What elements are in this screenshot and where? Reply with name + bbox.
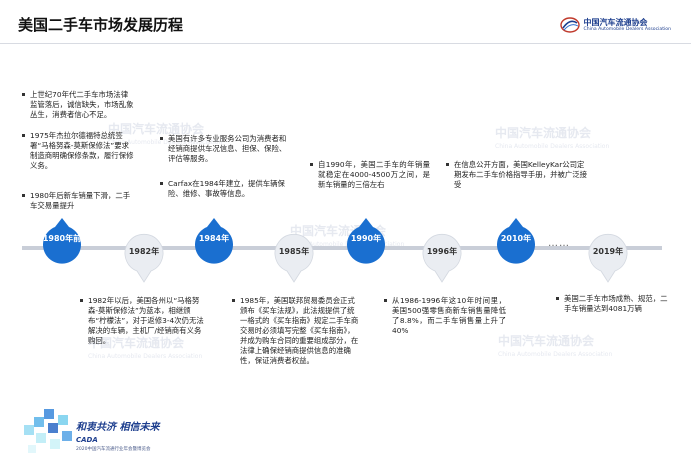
- marker-label: 1990年: [350, 234, 382, 243]
- note-1996: 从1986-1996年这10年时间里，美国500强零售商新车销售量降低了8.8%…: [384, 296, 506, 336]
- footer-logo: [20, 395, 180, 465]
- marker-label: 1982年: [128, 247, 160, 256]
- timeline-ellipsis: ……: [548, 238, 570, 249]
- page-title: 美国二手车市场发展历程: [18, 16, 184, 34]
- marker-label: 1980年前: [42, 234, 82, 243]
- logo-name-en: China Automobile Dealers Association: [583, 26, 671, 32]
- pin-icon: [274, 234, 314, 283]
- watermark-text-en: China Automobile Dealers Association: [495, 143, 610, 150]
- watermark-text-en: China Automobile Dealers Association: [108, 139, 223, 146]
- watermark-text: 中国汽车流通协会: [108, 122, 205, 136]
- note-1984-1: 美国有许多专业服务公司为消费者和经销商提供车况信息、担保、保险、评估等服务。: [160, 134, 288, 164]
- watermark: 中国汽车流通协会 China Automobile Dealers Associ…: [498, 332, 612, 358]
- watermark: 中国汽车流通协会 China Automobile Dealers Associ…: [88, 334, 202, 360]
- pin-icon: [43, 218, 81, 264]
- note-before-1980-1: 上世纪70年代二手车市场法律监管落后，诚信缺失，市场乱象丛生，消费者信心不足。: [22, 90, 134, 120]
- watermark-text: 中国汽车流通协会: [88, 336, 185, 350]
- watermark: 中国汽车流通协会 China Automobile Dealers Associ…: [108, 120, 222, 146]
- timeline-line: [22, 246, 662, 250]
- marker-label: 2019年: [592, 247, 624, 256]
- marker-label: 1985年: [278, 247, 310, 256]
- title-divider: [0, 43, 691, 44]
- footer-slogan: 和衷共济 相信未来: [76, 422, 160, 433]
- pin-icon: [497, 218, 535, 264]
- watermark: 中国汽车流通协会 China Automobile Dealers Associ…: [495, 124, 609, 150]
- note-2019: 美国二手车市场成熟、规范，二手车销量达到4081万辆: [556, 294, 668, 314]
- marker-label: 2010年: [500, 234, 532, 243]
- pin-icon: [422, 234, 462, 283]
- watermark-text-en: China Automobile Dealers Association: [498, 351, 613, 358]
- note-1982: 1982年以后，美国各州以“马格努森-莫斯保修法”为蓝本，相继颁布“柠檬法”，对…: [80, 296, 206, 346]
- note-before-1980-2: 1975年杰拉尔德福特总统签署“马格努森-莫斯保修法”要求制造商明确保修条款，履…: [22, 131, 134, 171]
- cada-emblem-icon: [559, 17, 580, 33]
- watermark-text-en: China Automobile Dealers Association: [88, 353, 203, 360]
- note-1985: 1985年，美国联邦贸易委员会正式颁布《买车法规》，此法规提供了统一格式的《买车…: [232, 296, 360, 366]
- cada-logo: 中国汽车流通协会 China Automobile Dealers Associ…: [559, 14, 671, 36]
- pin-icon: [588, 234, 628, 283]
- note-before-1980-3: 1980年后新车销量下滑，二手车交易量提升: [22, 191, 134, 211]
- watermark-text: 中国汽车流通协会: [498, 334, 595, 348]
- marker-label: 1984年: [198, 234, 230, 243]
- footer-subtitle: 2020中国汽车流通行业年会暨博览会: [76, 447, 151, 452]
- watermark-text: 中国汽车流通协会: [495, 126, 592, 140]
- note-1990: 自1990年，美国二手车的年销量就稳定在4000-4500万之间，是新车销量的三…: [310, 160, 430, 190]
- note-1984-2: Carfax在1984年建立，提供车辆保险、维修、事故等信息。: [160, 179, 288, 199]
- footer-brand: CADA: [76, 436, 98, 444]
- marker-label: 1996年: [426, 247, 458, 256]
- pin-icon: [195, 218, 233, 264]
- pin-icon: [124, 234, 164, 283]
- note-2010: 在信息公开方面，美国KelleyKar公司定期发布二手车价格指导手册，并被广泛接…: [446, 160, 588, 190]
- footer-logo-graphic-icon: [24, 409, 72, 453]
- pin-icon: [347, 218, 385, 264]
- logo-name: 中国汽车流通协会: [583, 16, 648, 27]
